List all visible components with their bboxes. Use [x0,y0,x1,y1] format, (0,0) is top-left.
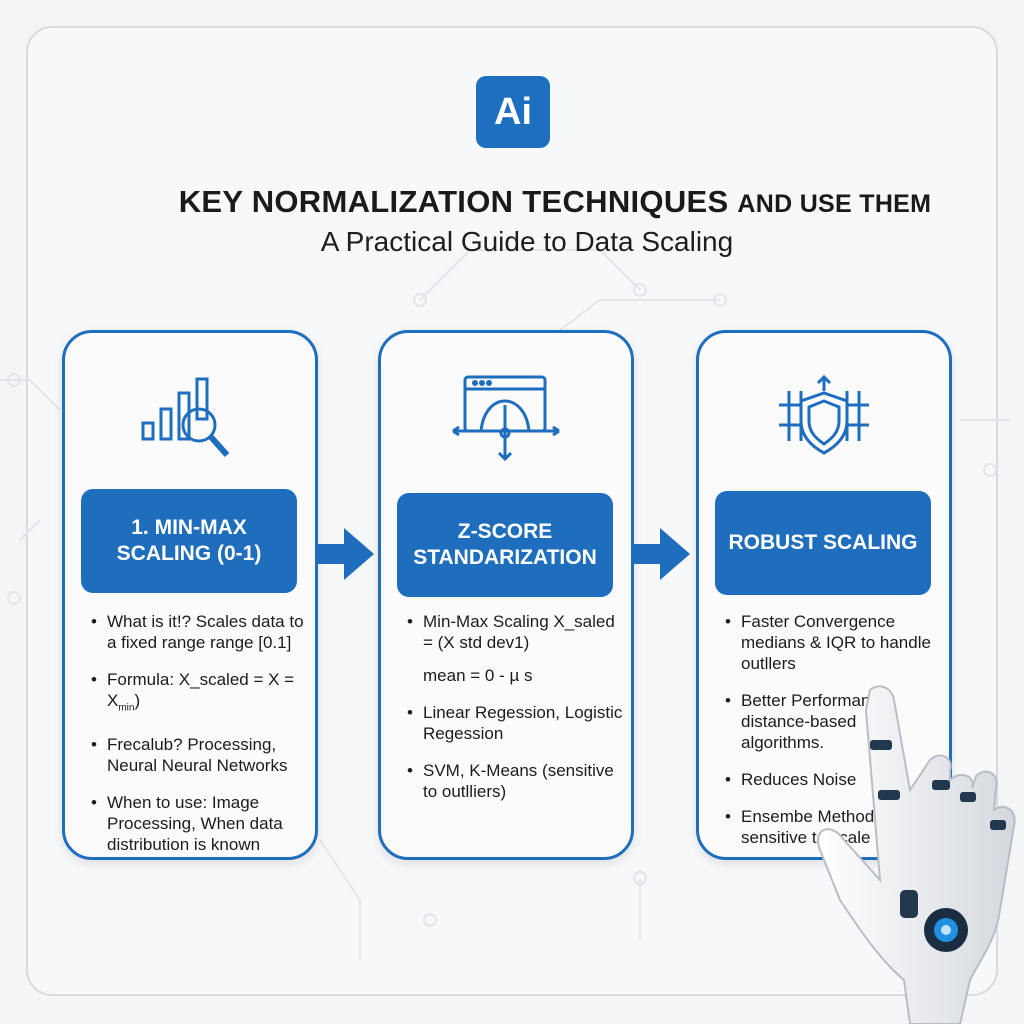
list-item: Linear Regession, Logistic Regession [407,702,625,744]
robot-hand-illustration [817,685,1016,1024]
bell-curve-window-icon [452,375,560,462]
ai-logo: Ai [476,76,550,148]
list-item: Frecalub? Processing, Neural Neural Netw… [91,734,309,776]
bar-chart-magnifier-icon [141,377,230,457]
card-heading: 1. MIN-MAX SCALING (0-1) [81,489,297,593]
title-main: KEY NORMALIZATION TECHNIQUES [178,184,729,219]
card-min-max: 1. MIN-MAX SCALING (0-1) What is it!? Sc… [62,330,318,860]
list-item: Faster Convergence medians & IQR to hand… [725,611,943,674]
card-heading: ROBUST SCALING [715,491,931,595]
arrow-right-icon [632,528,690,580]
page-subtitle: A Practical Guide to Data Scaling [320,226,734,257]
list-item: When to use: Image Processing, When data… [91,792,309,855]
list-item: Formula: X_scaled = X = Xmin) [91,669,309,718]
list-item: Min-Max Scaling X_saled = (X std dev1) [407,611,625,653]
formula-extra: mean = 0 - µ s [423,666,533,685]
formula-text: Formula: X_scaled = X = X [107,670,295,710]
list-item: SVM, K-Means (sensitive to outlliers) [407,760,625,802]
card-z-score: Z-SCORE STANDARIZATION Min-Max Scaling X… [378,330,634,860]
card-heading: Z-SCORE STANDARIZATION [397,493,613,597]
formula-tail: ) [134,691,141,710]
arrow-right-icon [316,528,374,580]
title-suffix: AND USE THEM [737,190,932,218]
shield-grid-icon [779,374,869,455]
list-item: Better Performance distance-based algori… [725,690,943,753]
bullet-list: Min-Max Scaling X_saled = (X std dev1) m… [407,611,625,818]
formula-subscript: min [118,702,135,714]
card-robust: ROBUST SCALING Faster Convergence median… [696,330,952,860]
list-item: What is it!? Scales data to a fixed rang… [91,611,309,653]
page-title: KEY NORMALIZATION TECHNIQUES AND USE THE… [0,184,1024,220]
bullet-list: What is it!? Scales data to a fixed rang… [91,611,309,871]
list-item: Reduces Noise [725,769,943,790]
